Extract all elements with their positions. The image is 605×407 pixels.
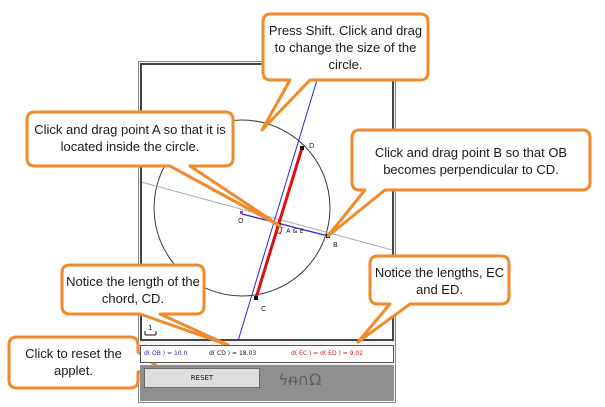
callout-lengths-text: Notice the lengths, EC and ED.: [374, 265, 505, 297]
callout-reset-box: [7, 335, 164, 390]
callout-shift-box: [260, 12, 430, 132]
scale-icon: [144, 331, 157, 336]
callout-drag-b-box: [326, 128, 592, 238]
callout-lengths-box: [356, 254, 511, 344]
callout-drag-a-box: [25, 110, 282, 228]
reset-button[interactable]: RESET: [144, 368, 260, 388]
point-o-marker[interactable]: [240, 211, 243, 214]
label-c: C: [261, 305, 266, 313]
callout-shift-text: Press Shift. Click and drag to change th…: [268, 23, 423, 72]
circle[interactable]: [153, 119, 331, 297]
callout-reset-text: Click to reset the applet.: [25, 346, 122, 378]
callout-drag-b-line: Click and drag point B so that OB become…: [374, 145, 568, 177]
label-d: D: [309, 142, 314, 150]
callout-chord-box: [60, 263, 230, 347]
measure-ec-ed: d( EC ) = d( ED ) = 9.02: [291, 350, 364, 357]
measurement-bar: d( OB ) = 10.0 d( CD ) = 18.03 d( EC ) =…: [140, 345, 394, 363]
label-ae: A & E: [286, 227, 304, 235]
callout-drag-a-text: Click and drag point A so that it is loc…: [34, 122, 226, 154]
measure-cd: d( CD ) = 18.03: [209, 350, 257, 357]
segment-ob[interactable]: [241, 213, 329, 237]
scale-label: 1: [148, 324, 152, 332]
measure-ob: d( OB ) = 10.0: [144, 350, 188, 357]
label-b: B: [333, 241, 338, 249]
brand-logo: ϟᵰ∩Ω: [278, 370, 322, 389]
point-c-marker[interactable]: [254, 296, 258, 300]
line-cd-extension[interactable]: [238, 69, 321, 341]
point-d-marker[interactable]: [300, 146, 304, 150]
callout-chord-text: Notice the length of the chord, CD.: [66, 274, 200, 306]
callout-drag-b-text: Click and drag point B so that OB become…: [356, 144, 586, 178]
label-o: O: [238, 217, 244, 225]
